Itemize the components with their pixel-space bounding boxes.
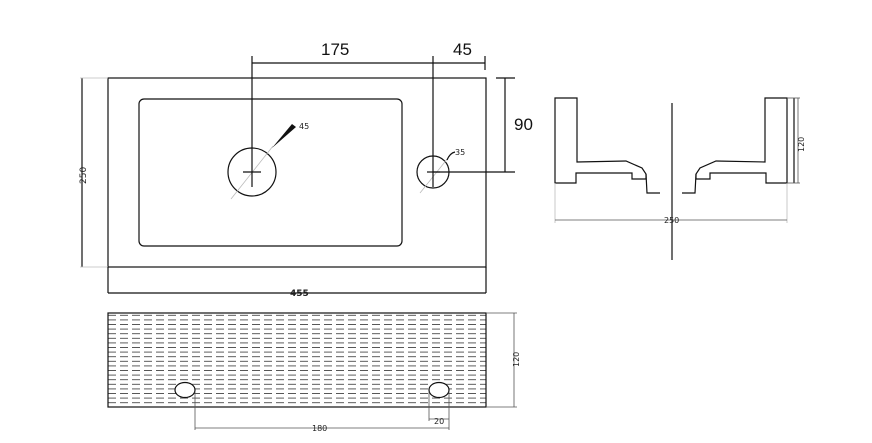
drain-diameter: 45 <box>299 122 309 131</box>
top-view: 175 45 90 250 455 45 35 <box>79 40 533 299</box>
dim-45: 45 <box>453 40 472 59</box>
leader-arrow <box>272 124 296 148</box>
overflow-hole-left <box>174 381 196 399</box>
section-dim-250: 250 <box>664 216 679 225</box>
section-dim-120: 120 <box>797 137 806 152</box>
section-left <box>554 97 660 194</box>
bowl-outline <box>138 98 403 247</box>
dim-20: 20 <box>434 417 444 426</box>
tap-diameter: 35 <box>455 148 465 157</box>
front-dim-120: 120 <box>512 352 521 367</box>
section-view: 250 120 <box>554 97 806 260</box>
dim-250: 250 <box>79 167 89 184</box>
front-face <box>107 312 487 408</box>
dim-175: 175 <box>321 40 349 59</box>
dim-455: 455 <box>290 289 309 299</box>
front-view: 180 20 120 <box>107 312 521 433</box>
section-right <box>682 97 795 194</box>
overflow-hole-right <box>428 381 450 399</box>
dim-90: 90 <box>514 115 533 134</box>
dim-180: 180 <box>312 424 327 433</box>
